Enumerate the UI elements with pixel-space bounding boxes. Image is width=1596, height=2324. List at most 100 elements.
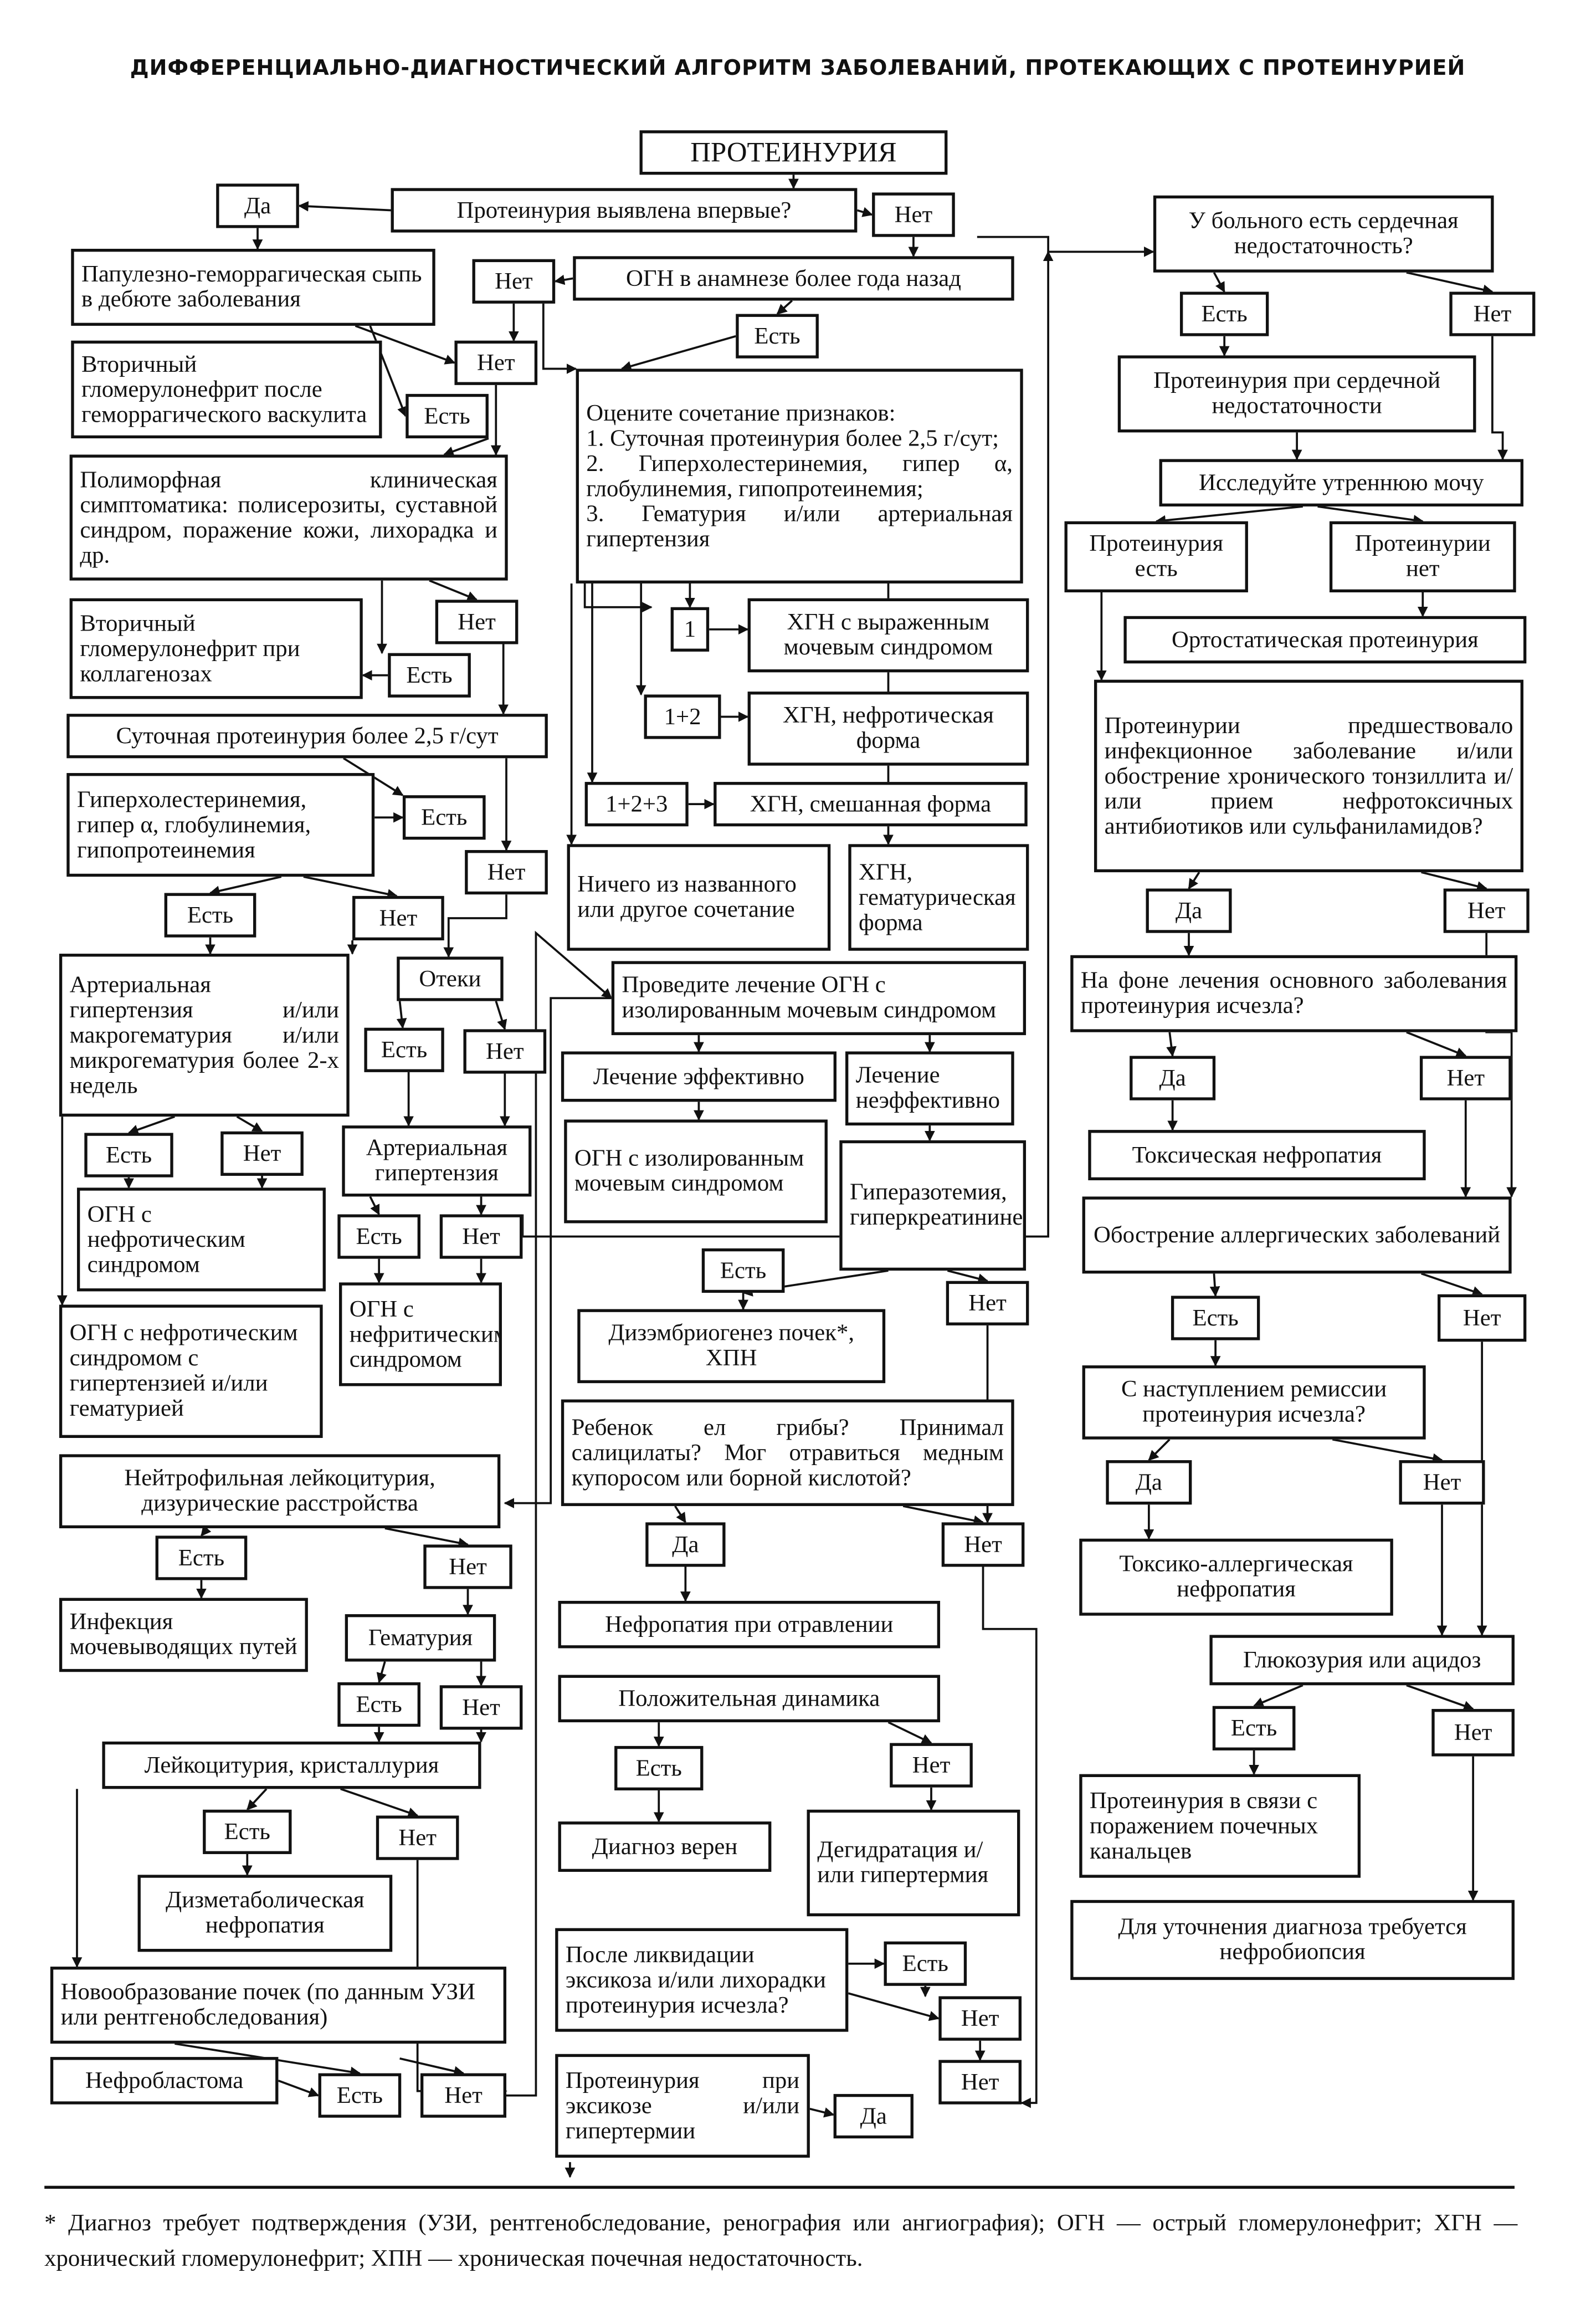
diagnosis-ogn-isolated-urinary: ОГН с изолированным мочевым синдромом — [564, 1119, 828, 1224]
answer-no: Нет — [1399, 1460, 1485, 1505]
answer-no: Нет — [376, 1815, 459, 1860]
answer-no: Нет — [872, 192, 955, 237]
question-neutrophilic-leukocyturia: Нейтрофильная лейкоцитурия, дизурические… — [59, 1454, 501, 1529]
diagnosis-tubular-proteinuria: Протеинурия в связи с поражением почечны… — [1079, 1774, 1361, 1878]
question-hypercholesterolemia: Гиперхолестеринемия, гипер α, глобулинем… — [66, 773, 375, 877]
answer-present: Есть — [318, 2073, 402, 2118]
connector-arrow — [399, 2057, 465, 2076]
question-positive-dynamics: Положительная динамика — [558, 1675, 941, 1723]
node-proteinuria: ПРОТЕИНУРИЯ — [639, 130, 948, 175]
question-polymorphic-symptoms: Полиморфная клиническая симптоматика: по… — [69, 454, 508, 581]
question-allergic-exacerbation: Обострение аллергических заболеваний — [1082, 1196, 1512, 1274]
connector-arrow — [495, 1001, 507, 1031]
diagnosis-dysmetabolic-nephropathy: Дизметаболическая нефропатия — [137, 1875, 393, 1952]
connector-arrow — [1406, 1684, 1474, 1711]
question-treatment-underlying: На фоне лечения основного заболевания пр… — [1070, 955, 1518, 1032]
answer-no: Нет — [465, 850, 548, 895]
connector-arrow — [396, 1001, 407, 1029]
diagnosis-secondary-gn-collagenoses: Вторичный гломерулонефрит при коллагеноз… — [69, 598, 363, 699]
question-papular-rash: Папулезно-геморрагическая сыпь в дебюте … — [71, 248, 435, 326]
question-glucosuria-acidosis: Глюкозурия или ацидоз — [1209, 1635, 1515, 1686]
diagnosis-nephroblastoma: Нефробластома — [50, 2057, 279, 2105]
connector-arrow — [1213, 272, 1225, 293]
connector-arrow — [127, 1115, 175, 1135]
diagnosis-chgn-hematuric: ХГН, гематурическая форма — [848, 844, 1029, 951]
answer-no: Нет — [220, 1131, 304, 1176]
connector-arrow — [1253, 1684, 1304, 1707]
connector-arrow — [620, 335, 736, 371]
footnote: * Диагноз требует подтверждения (УЗИ, ре… — [44, 2211, 1518, 2272]
answer-yes: Да — [216, 183, 299, 228]
connector-arrow — [1421, 871, 1488, 892]
connector-arrow — [303, 876, 398, 899]
connector-arrow — [1317, 505, 1424, 525]
connector-arrow — [1188, 872, 1200, 890]
question-arterial-hypertension: Артериальная гипертензия — [342, 1125, 532, 1197]
answer-yes: Да — [1130, 1056, 1216, 1100]
answer-present: Есть — [884, 1941, 967, 1986]
answer-no: Нет — [439, 1214, 523, 1259]
answer-yes: Да — [1106, 1460, 1192, 1505]
answer-yes: Да — [1146, 888, 1232, 933]
answer-no: Нет — [938, 2060, 1022, 2105]
question-leukocyturia-crystalluria: Лейкоцитурия, кристаллурия — [102, 1741, 481, 1789]
connector-arrow — [1420, 1272, 1483, 1297]
connector-arrow — [542, 281, 577, 374]
connector-arrow — [1155, 505, 1303, 526]
question-assess-combination: Оцените сочетание признаков: 1. Суточная… — [576, 368, 1023, 583]
connector-arrow — [583, 583, 653, 613]
answer-present: Есть — [364, 1027, 444, 1072]
answer-no: Нет — [1431, 1709, 1515, 1757]
step-morning-urine: Исследуйте утреннюю мочу — [1159, 459, 1524, 506]
connector-arrow — [443, 437, 489, 457]
connector-arrow — [776, 300, 793, 315]
connector-arrow — [554, 274, 573, 285]
question-poisoning: Ребенок ел грибы? Принимал салицилаты? М… — [561, 1399, 1014, 1506]
diagnosis-ogn-nephrotic-hypertension: ОГН с нефротическим синдромом с гипертен… — [59, 1304, 323, 1438]
answer-no: Нет — [946, 1281, 1029, 1325]
connector-arrow — [521, 250, 1054, 1238]
connector-arrow — [297, 201, 391, 212]
footer-divider — [44, 2185, 1515, 2189]
diagnosis-ogn-nephritic: ОГН с нефритическим синдромом — [339, 1282, 502, 1386]
diagnosis-heart-failure-proteinuria: Протеинурия при сердечной недостаточност… — [1117, 355, 1476, 433]
answer-present: Есть — [1212, 1706, 1296, 1750]
connector-arrow — [340, 1788, 419, 1818]
answer-no: Нет — [454, 340, 538, 385]
answer-proteinuria-absent: Протеинурии нет — [1329, 521, 1516, 592]
question-edema: Отеки — [397, 956, 504, 1001]
connector-arrow — [429, 579, 478, 601]
question-kidney-neoplasm: Новообразование почек (по данным УЗИ или… — [50, 1967, 506, 2044]
connector-arrow — [848, 1992, 940, 2021]
diagnosis-chgn-urinary: ХГН с выраженным мочевым синдромом — [747, 598, 1029, 673]
answer-present: Есть — [337, 1214, 420, 1259]
connector-arrow — [887, 1721, 932, 1744]
question-hematuria: Гематурия — [345, 1614, 496, 1662]
question-dehydration-hyperthermia: Дегидратация и/или гипертермия — [807, 1809, 1020, 1917]
connector-arrow — [200, 1525, 212, 1537]
diagnosis-orthostatic-proteinuria: Ортостатическая протеинурия — [1123, 616, 1527, 664]
option-1-2-3: 1+2+3 — [584, 782, 689, 827]
question-hyperazotemia: Гиперазотемия, гиперкреатининемия — [839, 1140, 1027, 1271]
connector-arrow — [856, 207, 873, 217]
connector-arrow — [947, 1270, 989, 1284]
connector-arrow — [506, 930, 613, 2097]
diagnosis-toxic-nephropathy: Токсическая нефропатия — [1088, 1130, 1426, 1180]
answer-no: Нет — [420, 2073, 506, 2118]
diagnosis-ogn-nephrotic: ОГН с нефротическим синдромом — [76, 1187, 326, 1292]
connector-arrow — [809, 2107, 835, 2118]
question-first-detected: Протеинурия выявлена впервые? — [391, 188, 858, 233]
answer-present: Есть — [388, 653, 471, 698]
answer-no: Нет — [941, 1522, 1025, 1567]
question-heart-failure: У больного есть сердечная недостаточност… — [1153, 195, 1494, 273]
answer-no: Нет — [890, 1743, 973, 1788]
answer-present: Есть — [84, 1133, 173, 1178]
step-treat-ogn: Проведите лечение ОГН с изолированным мо… — [611, 961, 1027, 1036]
connector-arrow — [1491, 336, 1508, 460]
answer-present: Есть — [736, 314, 819, 359]
diagnosis-secondary-gn-vasculitis: Вторичный гломерулонефрит после геморраг… — [71, 340, 382, 439]
connector-arrow — [376, 1661, 387, 1683]
answer-no: Нет — [1443, 888, 1530, 933]
diagnosis-chgn-mixed: ХГН, смешанная форма — [714, 782, 1028, 827]
connector-arrow — [1332, 1438, 1443, 1464]
